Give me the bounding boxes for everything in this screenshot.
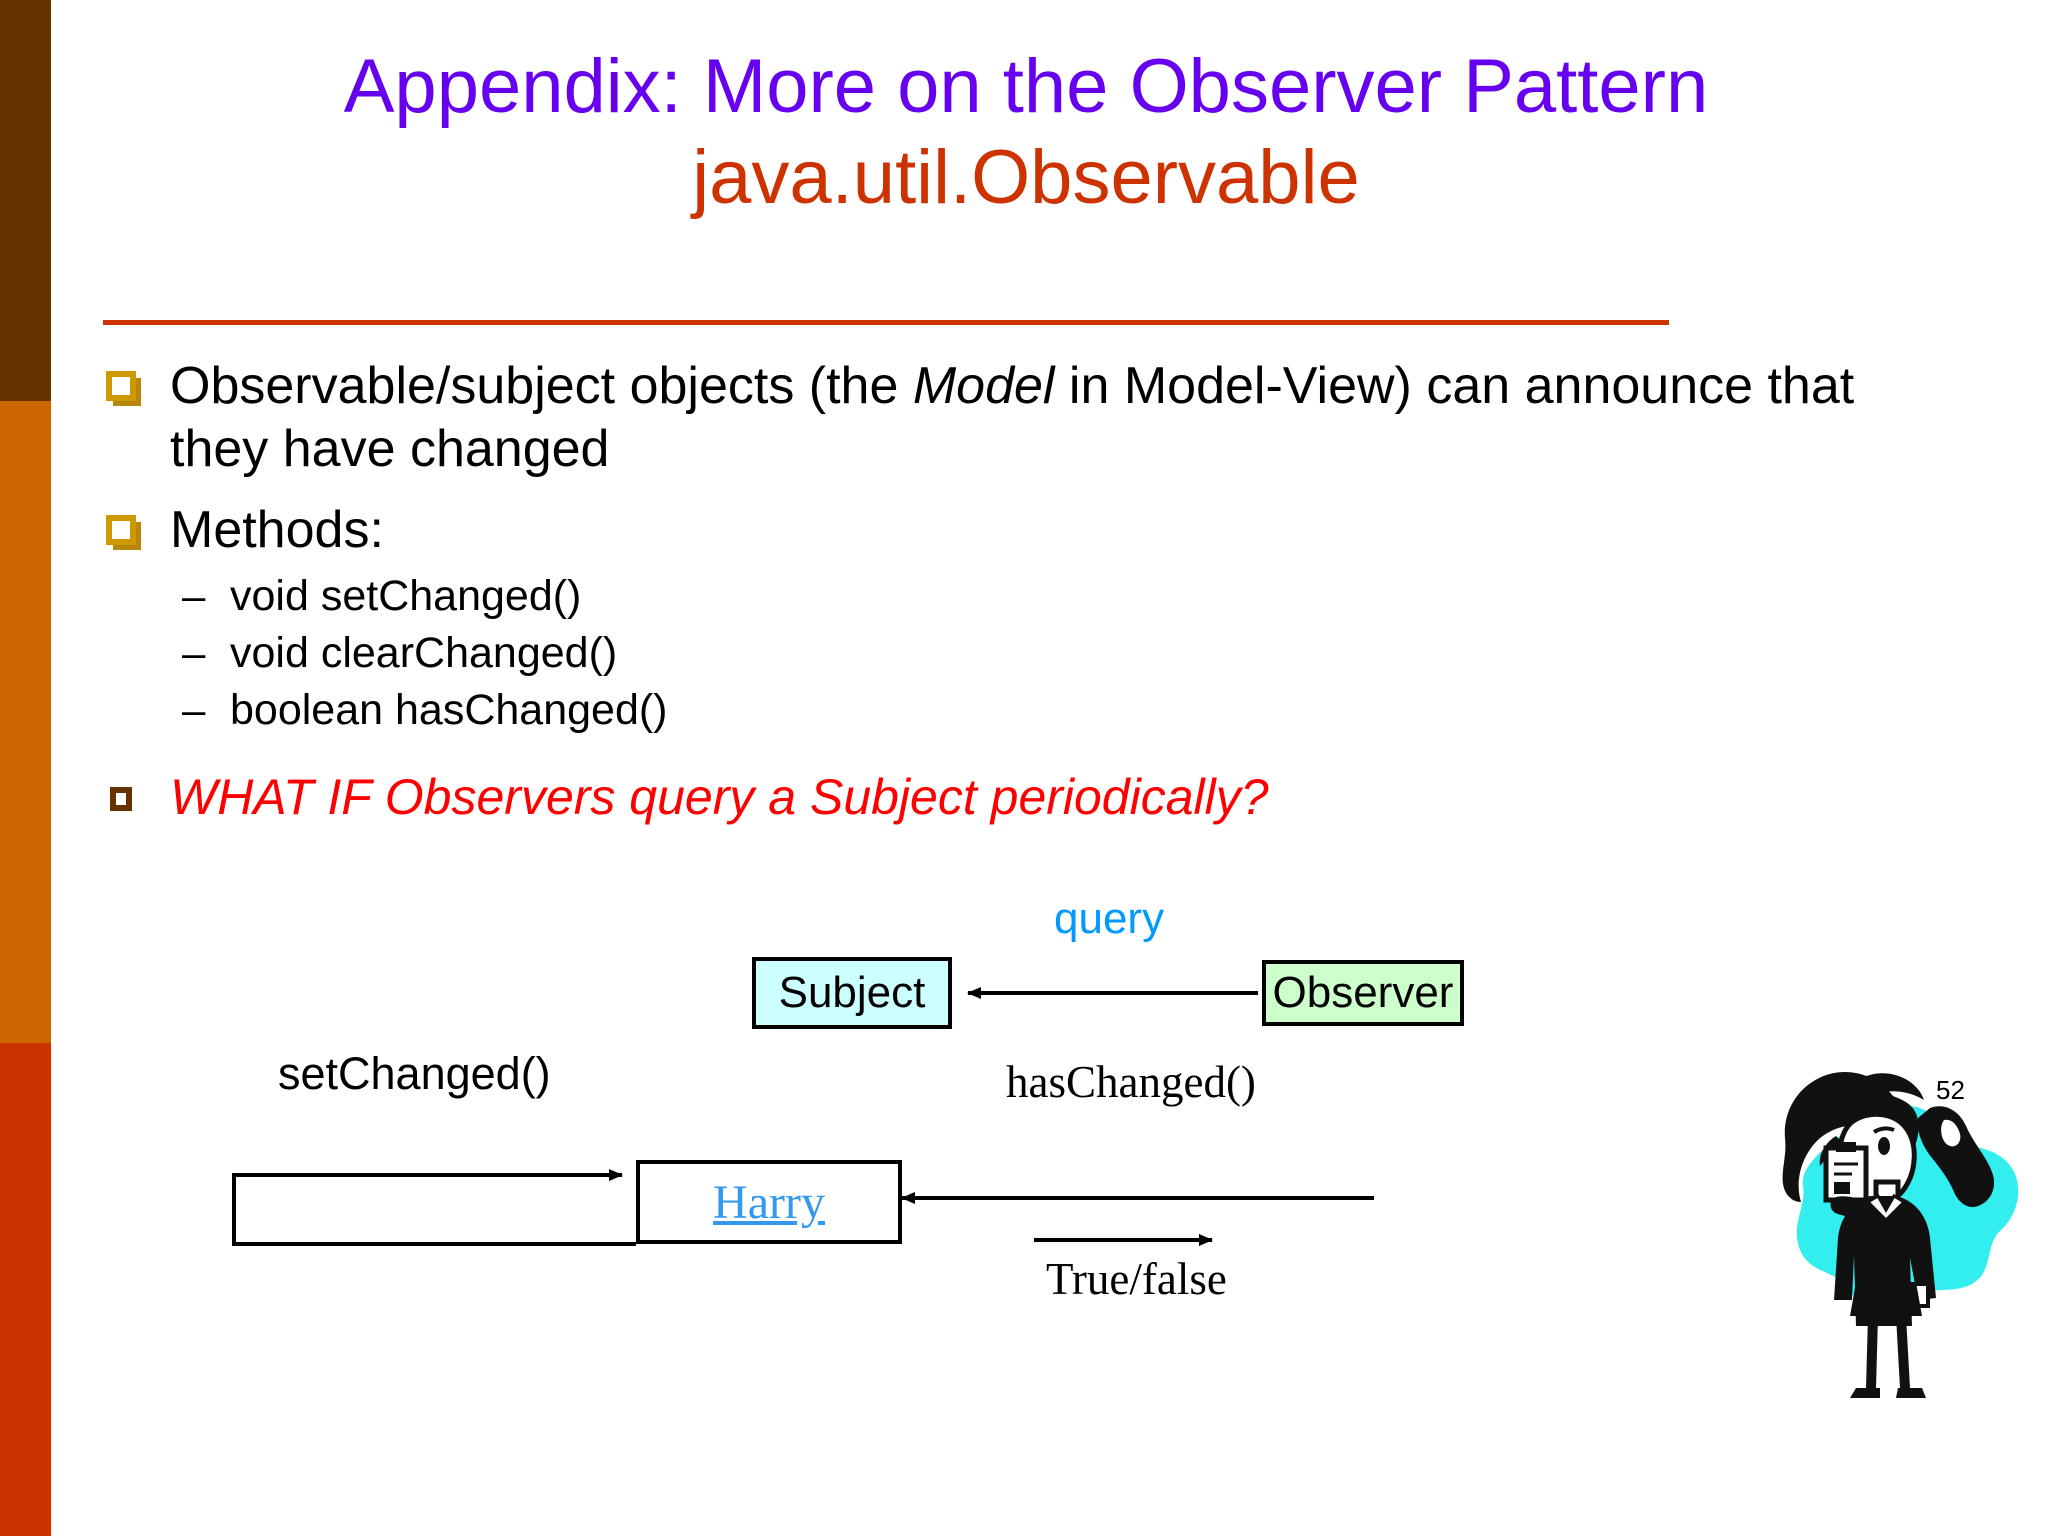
bullet-text-part-1: Observable/subject objects (the (170, 357, 913, 415)
method-label-clearchanged: void clearChanged() (230, 629, 618, 677)
method-label-setchanged: void setChanged() (230, 572, 582, 620)
label-haschanged: hasChanged() (1006, 1057, 1256, 1107)
observer-box[interactable]: Observer (1262, 960, 1464, 1026)
subject-box[interactable]: Subject (752, 957, 952, 1029)
dash-bullet-icon: – (182, 686, 206, 733)
bullet-text-italic-model: Model (912, 357, 1055, 415)
label-setchanged: setChanged() (278, 1048, 551, 1099)
list-item: – void setChanged() (182, 568, 1930, 625)
list-item: – boolean hasChanged() (182, 682, 1930, 739)
title-line-primary: Appendix: More on the Observer Pattern (343, 44, 1709, 129)
sidebar-gutter (51, 0, 55, 1536)
bullet-text-methods: Methods: (170, 501, 384, 559)
harry-box[interactable]: Harry (636, 1160, 902, 1244)
page-title: Appendix: More on the Observer Pattern j… (96, 42, 1956, 224)
title-line-secondary: java.util.Observable (692, 135, 1360, 220)
title-divider (103, 320, 1669, 325)
label-truefalse: True/false (1046, 1254, 1227, 1304)
page-number: 52 (1936, 1075, 1965, 1105)
gold-square-bullet-icon (100, 355, 170, 415)
whatif-callout-text: WHAT IF Observers query a Subject period… (170, 769, 1269, 825)
sidebar-band-brown (0, 0, 51, 401)
bullet-text-part-2: in Model-View) can announce that they ha… (170, 357, 1855, 478)
sidebar-decoration (0, 0, 51, 1536)
sidebar-band-red (0, 1043, 51, 1536)
list-item: – void clearChanged() (182, 625, 1930, 682)
brown-square-bullet-icon (100, 767, 170, 827)
body-content: Observable/subject objects (the Model in… (100, 355, 1930, 827)
list-item: Observable/subject objects (the Model in… (100, 355, 1930, 481)
label-query: query (1054, 894, 1165, 943)
method-label-haschanged: boolean hasChanged() (230, 686, 668, 734)
list-item: Methods: (100, 499, 1930, 562)
dash-bullet-icon: – (182, 629, 206, 676)
methods-list: – void setChanged() – void clearChanged(… (100, 568, 1930, 739)
dash-bullet-icon: – (182, 572, 206, 619)
sidebar-band-orange (0, 401, 51, 1043)
harry-link[interactable]: Harry (713, 1175, 825, 1229)
bullet-text-observable: Observable/subject objects (the Model in… (170, 355, 1930, 481)
list-item: WHAT IF Observers query a Subject period… (100, 767, 1930, 827)
clipart-woman-icon (1782, 1072, 2019, 1398)
gold-square-bullet-icon (100, 499, 170, 559)
